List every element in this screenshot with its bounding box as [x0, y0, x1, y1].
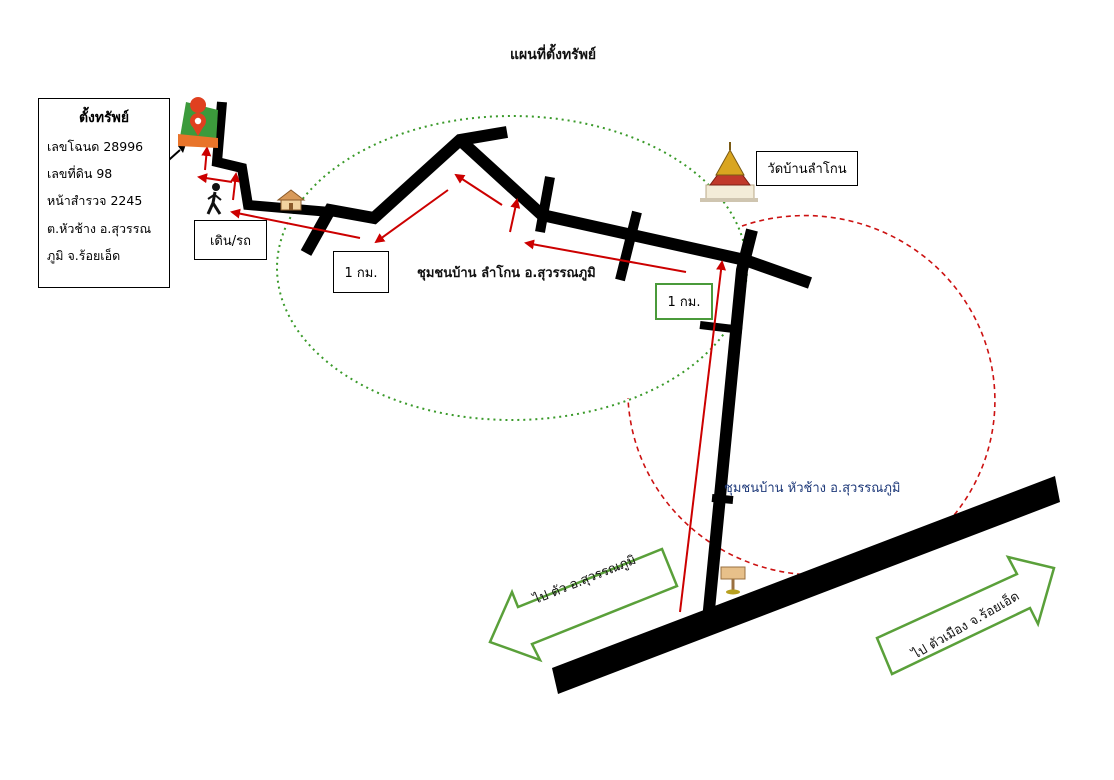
- house-icon: [276, 189, 306, 211]
- address-line-2: ภูมิ จ.ร้อยเอ็ด: [47, 248, 121, 263]
- road-network: [211, 101, 1060, 694]
- community-lamkon-label: ชุมชนบ้าน ลำโกน อ.สุวรรณภูมิ: [417, 266, 596, 281]
- map-title: แผนที่ตั้งทรัพย์: [510, 47, 597, 63]
- direction-arrow-roiet: [875, 555, 1056, 676]
- road-huachang: [702, 228, 758, 621]
- walk-drive-label: เดิน/รถ: [194, 220, 267, 260]
- deed-number: เลขโฉนด 28996: [47, 139, 144, 154]
- huachang-community-circle: [627, 214, 996, 576]
- survey-page: หน้าสำรวจ 2245: [47, 193, 143, 208]
- address-line-1: ต.หัวช้าง อ.สุวรรณ: [47, 221, 152, 236]
- map-pin-icon: [178, 97, 218, 148]
- land-number: เลขที่ดิน 98: [47, 166, 113, 181]
- property-heading: ตั้งทรัพย์: [78, 110, 130, 126]
- route-arrows: [197, 146, 727, 613]
- signpost-icon: [720, 566, 746, 595]
- pedestrian-icon: [206, 183, 222, 215]
- distance-label-east: 1 กม.: [655, 283, 713, 320]
- property-info-box: ตั้งทรัพย์ เลขโฉนด 28996 เลขที่ดิน 98 หน…: [38, 98, 170, 288]
- main-highway: [552, 476, 1060, 694]
- road-lamkon: [455, 135, 813, 289]
- direction-arrow-suwannaphum: [488, 547, 679, 663]
- distance-label-west: 1 กม.: [333, 251, 389, 293]
- temple-label: วัดบ้านลำโกน: [756, 151, 858, 186]
- temple-icon: [700, 142, 758, 202]
- community-huachang-label: ชุมชนบ้าน หัวช้าง อ.สุวรรณภูมิ: [724, 481, 901, 496]
